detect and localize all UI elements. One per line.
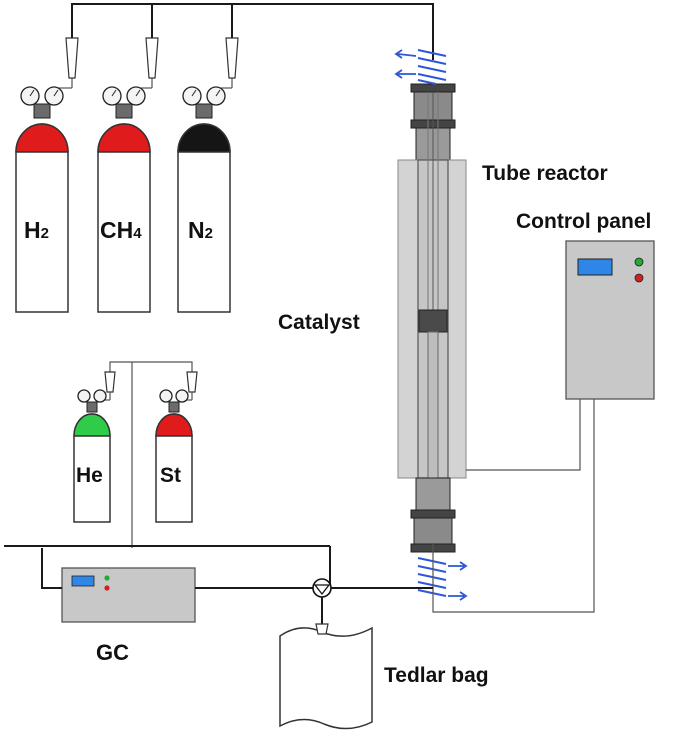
catalyst-bed xyxy=(418,309,448,333)
cylinder-label-ch4: CH4 xyxy=(100,217,142,243)
cylinder-cap-st xyxy=(155,413,193,437)
cooling-coil-top xyxy=(394,49,447,85)
label-tedlar-bag: Tedlar bag xyxy=(384,664,489,687)
flow-regulator-h2 xyxy=(56,37,79,89)
cylinder-cap-n2 xyxy=(177,123,231,153)
cylinder-st: St xyxy=(155,389,193,523)
cylinder-label-st: St xyxy=(160,464,181,487)
gas-manifold xyxy=(71,3,434,60)
control-panel-led-green xyxy=(634,257,644,267)
cylinder-h2: H2 xyxy=(15,86,69,313)
cylinder-cap-he xyxy=(73,413,111,437)
cylinder-label-he: He xyxy=(76,464,103,487)
cylinder-cap-ch4 xyxy=(97,123,151,153)
cylinder-n2: N2 xyxy=(177,86,231,313)
flow-regulator-ch4 xyxy=(136,37,159,89)
heater-wire xyxy=(466,399,581,471)
control-panel xyxy=(565,240,655,400)
gc-led-red xyxy=(104,585,110,591)
tedlar-bag xyxy=(279,623,373,730)
cylinder-label-h2: H2 xyxy=(24,217,49,243)
control-panel-led-red xyxy=(634,273,644,283)
control-panel-screen xyxy=(577,258,613,276)
label-tube-reactor: Tube reactor xyxy=(482,162,608,185)
three-way-valve xyxy=(312,578,332,624)
tube-reactor xyxy=(397,83,467,553)
gc-piping xyxy=(4,545,433,589)
thermocouple-wire xyxy=(432,399,595,613)
cylinder-label-n2: N2 xyxy=(188,217,213,243)
cylinder-cap-h2 xyxy=(15,123,69,153)
cylinder-ch4: CH4 xyxy=(97,86,151,313)
gc-unit xyxy=(61,567,196,623)
gc-screen xyxy=(71,575,95,587)
gc-led-green xyxy=(104,575,110,581)
label-catalyst: Catalyst xyxy=(278,311,360,334)
label-gc: GC xyxy=(96,640,129,665)
label-control-panel: Control panel xyxy=(516,210,651,233)
cylinder-he: He xyxy=(73,389,111,523)
carrier-gas-manifold xyxy=(109,361,193,548)
cooling-coil-bottom xyxy=(417,557,468,601)
flow-regulator-n2 xyxy=(216,37,239,89)
